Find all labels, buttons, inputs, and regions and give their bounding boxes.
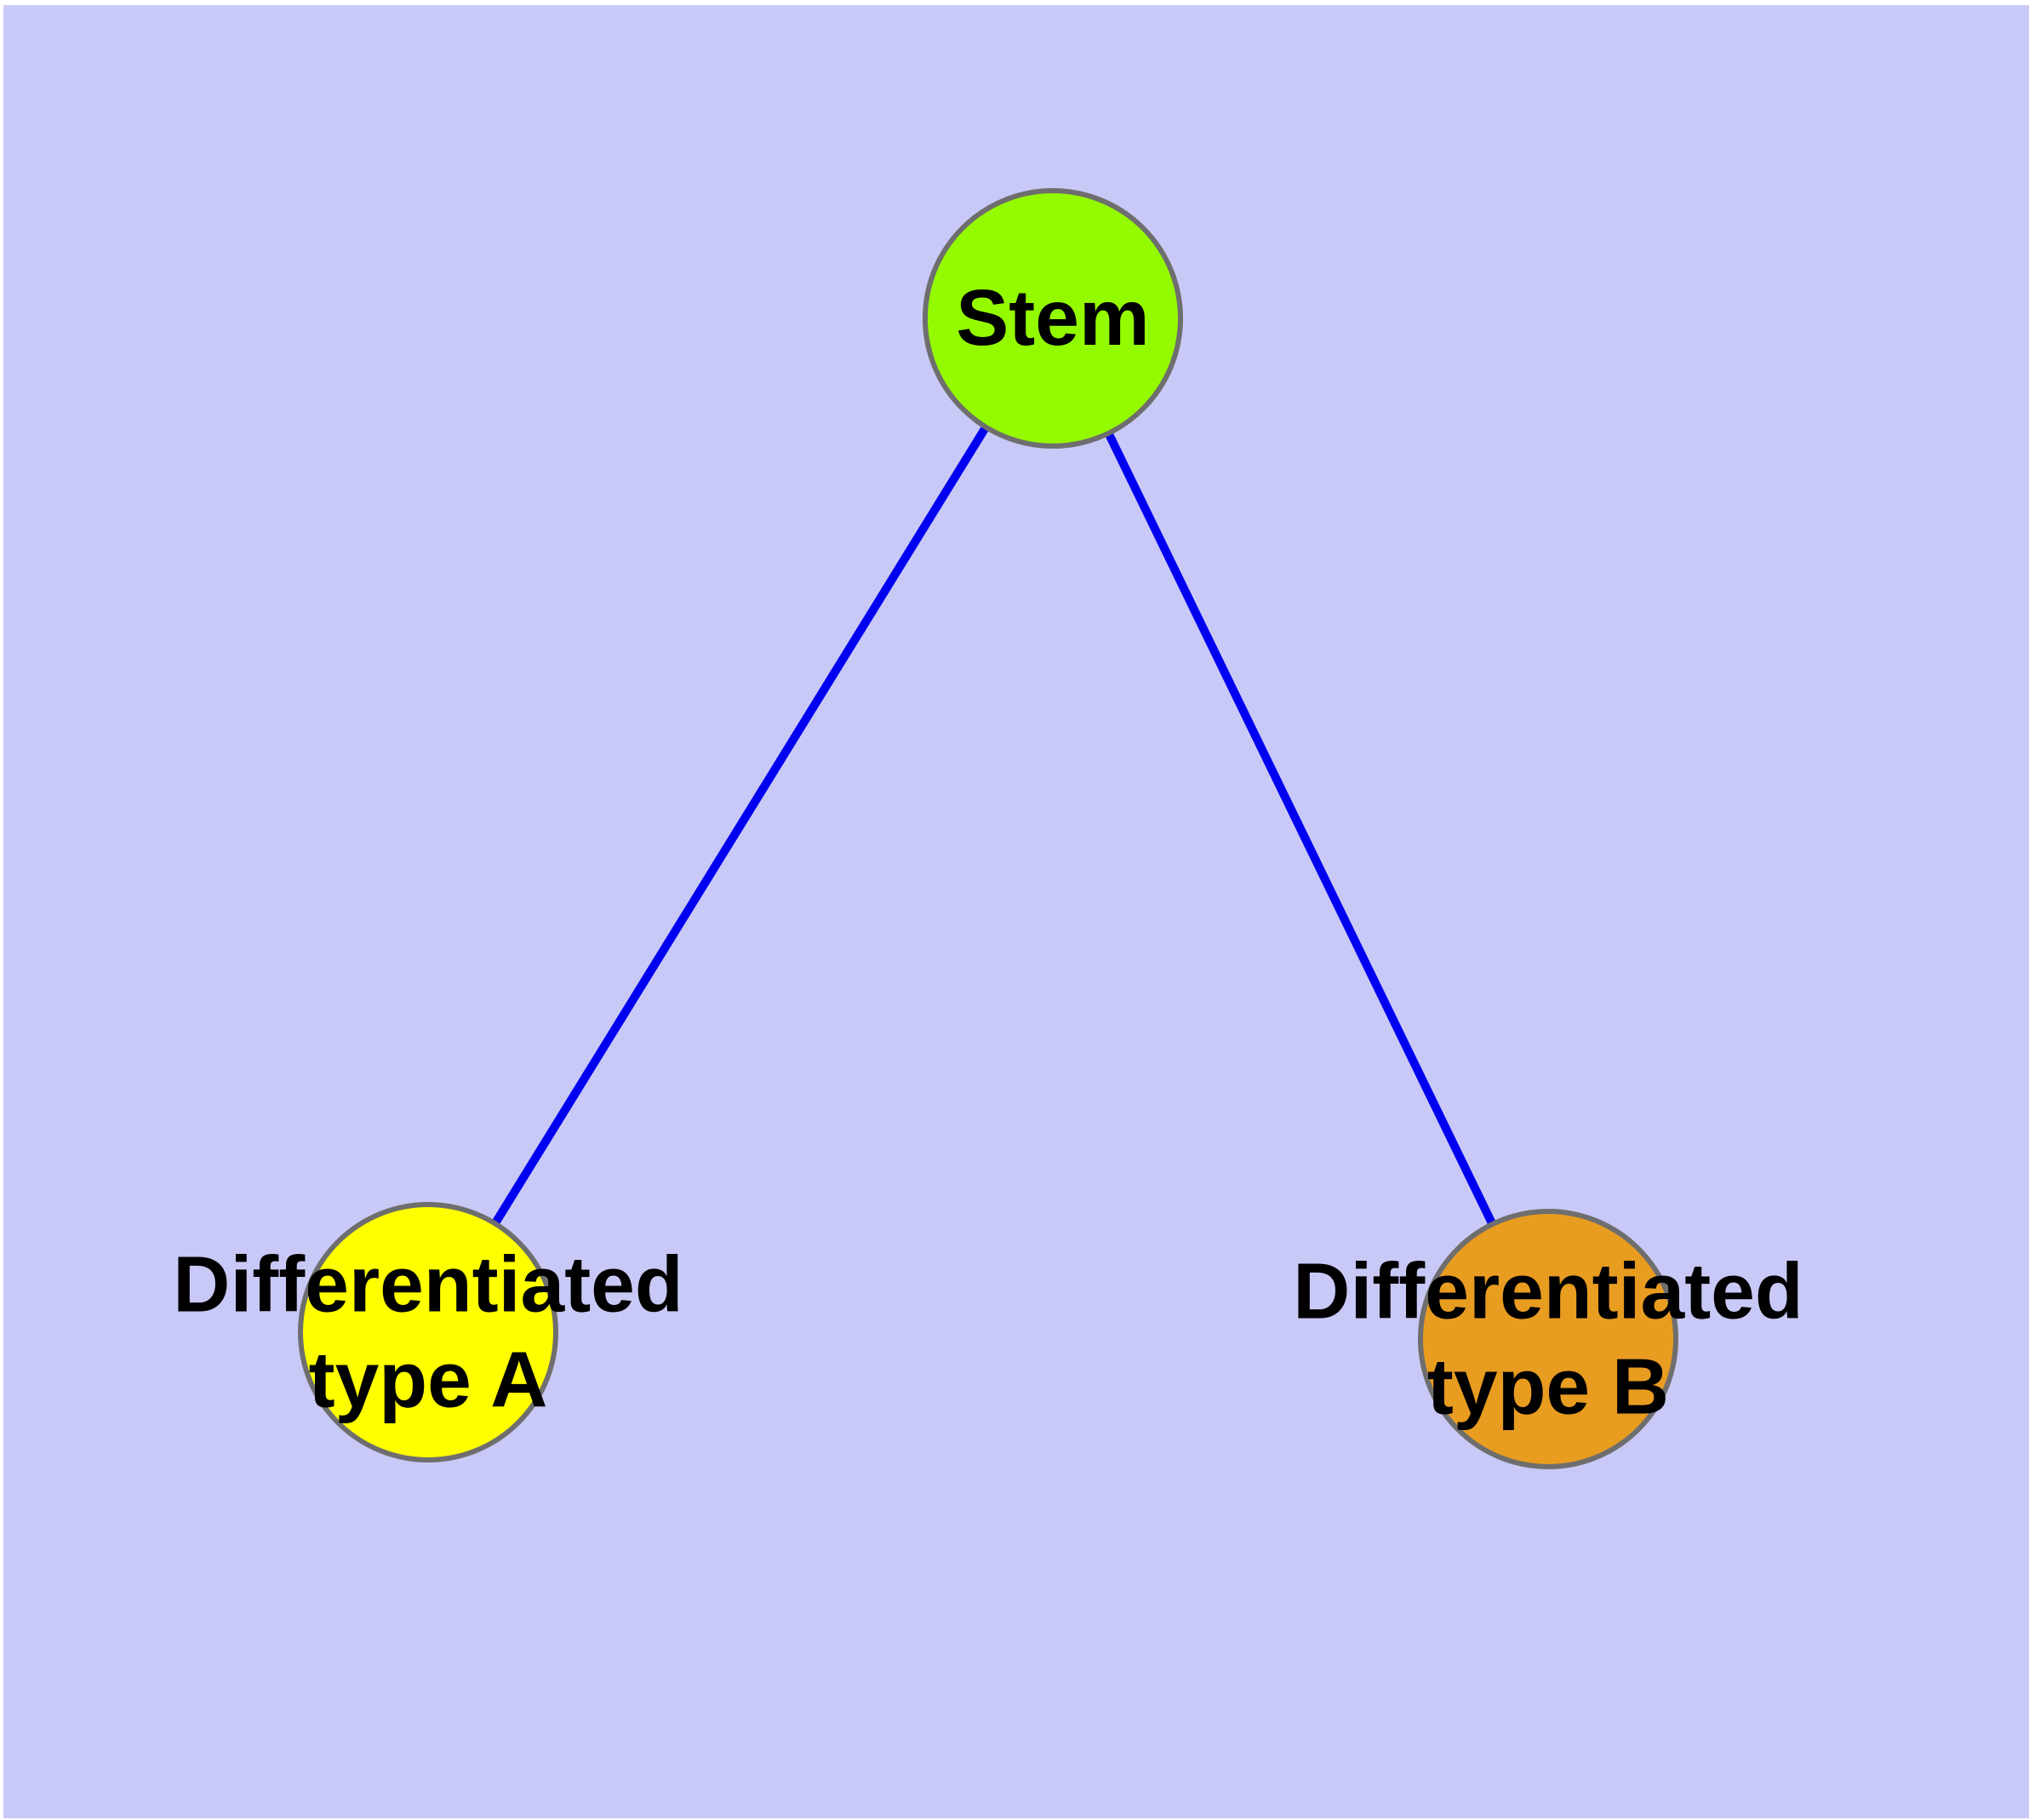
- node-stem-circle: [923, 188, 1183, 449]
- edge-stem-to-type-a: [424, 316, 1057, 1335]
- node-type-a-label: Differentiated type A: [173, 1239, 683, 1423]
- node-type-a-circle: [298, 1202, 558, 1462]
- node-type-b-label: Differentiated type B: [1293, 1246, 1803, 1430]
- edge-stem-to-type-b: [1049, 316, 1552, 1342]
- node-type-b-circle: [1418, 1209, 1678, 1469]
- node-stem-label: Stem: [956, 273, 1150, 363]
